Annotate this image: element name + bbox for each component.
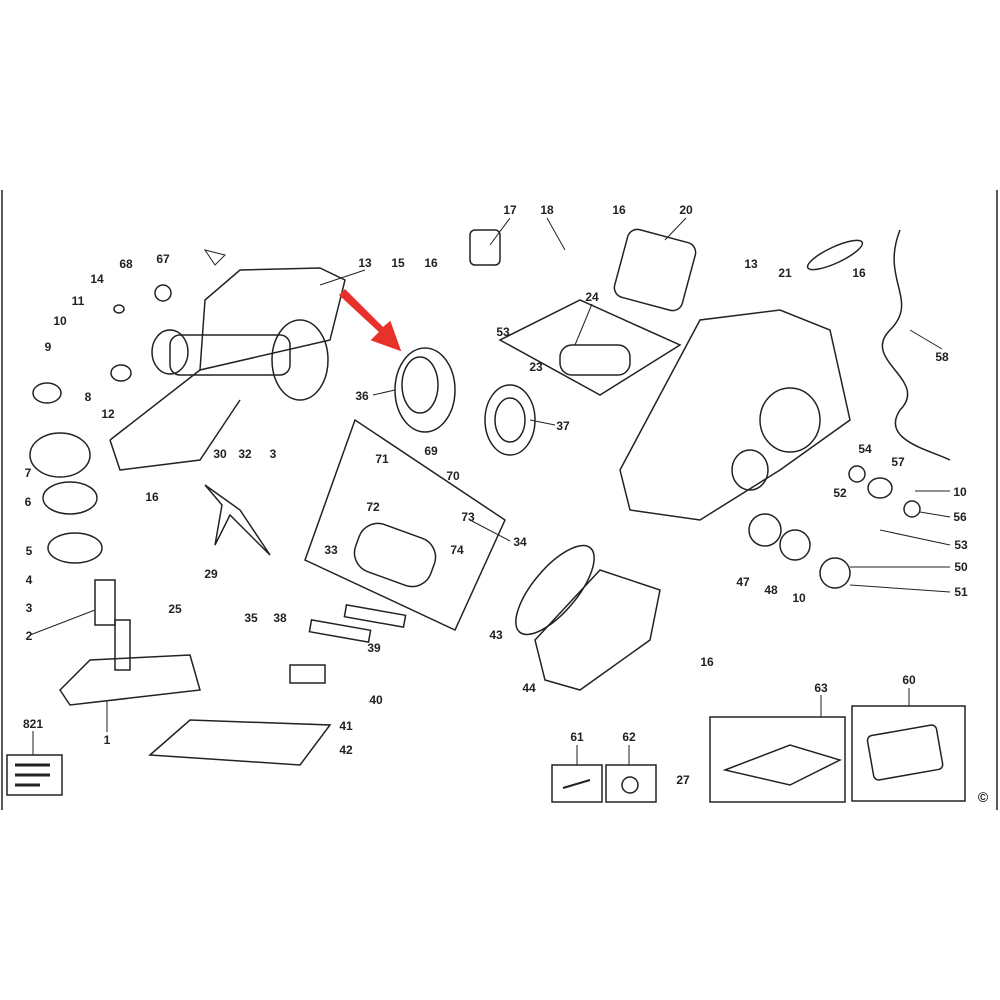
callout-10: 10: [53, 314, 67, 328]
callout-38: 38: [273, 611, 287, 625]
box-60: [851, 705, 966, 802]
callout-58: 58: [935, 350, 949, 364]
callout-57: 57: [891, 455, 905, 469]
box-62: [605, 764, 657, 803]
callout-24: 24: [585, 290, 599, 304]
callout-69: 69: [424, 444, 438, 458]
callout-63: 63: [814, 681, 828, 695]
part-17: [469, 229, 501, 266]
callout-5: 5: [25, 544, 33, 558]
callout-16: 16: [612, 203, 626, 217]
highlight-arrow: [338, 288, 402, 352]
callout-33: 33: [324, 543, 338, 557]
belt-cover: [534, 569, 661, 691]
planer-body-right: [619, 309, 851, 521]
callout-40: 40: [369, 693, 383, 707]
callout-18: 18: [540, 203, 554, 217]
callout-62: 62: [622, 730, 636, 744]
callout-56: 56: [953, 510, 967, 524]
callout-72: 72: [366, 500, 380, 514]
callout-42: 42: [339, 743, 353, 757]
right-small-parts: [748, 239, 921, 589]
callout-34: 34: [513, 535, 527, 549]
callout-37: 37: [556, 419, 570, 433]
callout-821: 821: [22, 717, 44, 731]
planer-body-left: [109, 249, 346, 471]
callout-25: 25: [168, 602, 182, 616]
callout-47: 47: [736, 575, 750, 589]
callout-15: 15: [391, 256, 405, 270]
callout-71: 71: [375, 452, 389, 466]
copyright-mark: ©: [977, 789, 989, 805]
callout-27: 27: [676, 773, 690, 787]
switch-box: [613, 228, 697, 312]
callout-16: 16: [145, 490, 159, 504]
callout-51: 51: [954, 585, 968, 599]
callout-39: 39: [367, 641, 381, 655]
callout-54: 54: [858, 442, 872, 456]
part-40: [289, 664, 326, 684]
callout-32: 32: [238, 447, 252, 461]
drive-belt: [515, 544, 595, 636]
fan-blade: [204, 484, 271, 556]
callout-61: 61: [570, 730, 584, 744]
callout-12: 12: [101, 407, 115, 421]
callout-36: 36: [355, 389, 369, 403]
box-63: [709, 716, 846, 803]
callout-9: 9: [44, 340, 52, 354]
callout-11: 11: [71, 294, 85, 308]
callout-53: 53: [496, 325, 510, 339]
callout-2: 2: [25, 629, 33, 643]
stator: [394, 347, 536, 456]
callout-7: 7: [24, 466, 32, 480]
callout-14: 14: [90, 272, 104, 286]
callout-52: 52: [833, 486, 847, 500]
callout-23: 23: [529, 360, 543, 374]
callout-13: 13: [358, 256, 372, 270]
callout-60: 60: [902, 673, 916, 687]
callout-10: 10: [953, 485, 967, 499]
callout-67: 67: [156, 252, 170, 266]
callout-74: 74: [450, 543, 464, 557]
callout-41: 41: [339, 719, 353, 733]
callout-20: 20: [679, 203, 693, 217]
callout-50: 50: [954, 560, 968, 574]
callout-4: 4: [25, 573, 33, 587]
callout-8: 8: [84, 390, 92, 404]
left-parts: [29, 284, 332, 766]
leader-lines: [29, 217, 951, 765]
part-39: [343, 604, 407, 628]
callout-30: 30: [213, 447, 227, 461]
callout-13: 13: [744, 257, 758, 271]
armature: [559, 344, 631, 376]
callout-16: 16: [852, 266, 866, 280]
callout-3: 3: [269, 447, 277, 461]
callout-10: 10: [792, 591, 806, 605]
callout-16: 16: [700, 655, 714, 669]
callout-17: 17: [503, 203, 517, 217]
callout-44: 44: [522, 681, 536, 695]
callout-1: 1: [103, 733, 111, 747]
callout-70: 70: [446, 469, 460, 483]
callout-21: 21: [778, 266, 792, 280]
callout-43: 43: [489, 628, 503, 642]
label-821-box: [6, 754, 63, 796]
callout-35: 35: [244, 611, 258, 625]
part-39b: [308, 619, 372, 643]
callout-6: 6: [24, 495, 32, 509]
power-cord: [881, 229, 951, 461]
armature-box: [498, 299, 682, 396]
callout-53: 53: [954, 538, 968, 552]
cutter-drum-box: [304, 418, 506, 631]
callout-68: 68: [119, 257, 133, 271]
callout-29: 29: [204, 567, 218, 581]
callout-73: 73: [461, 510, 475, 524]
cutter-drum: [353, 522, 437, 588]
callout-16: 16: [424, 256, 438, 270]
callout-3: 3: [25, 601, 33, 615]
callout-48: 48: [764, 583, 778, 597]
